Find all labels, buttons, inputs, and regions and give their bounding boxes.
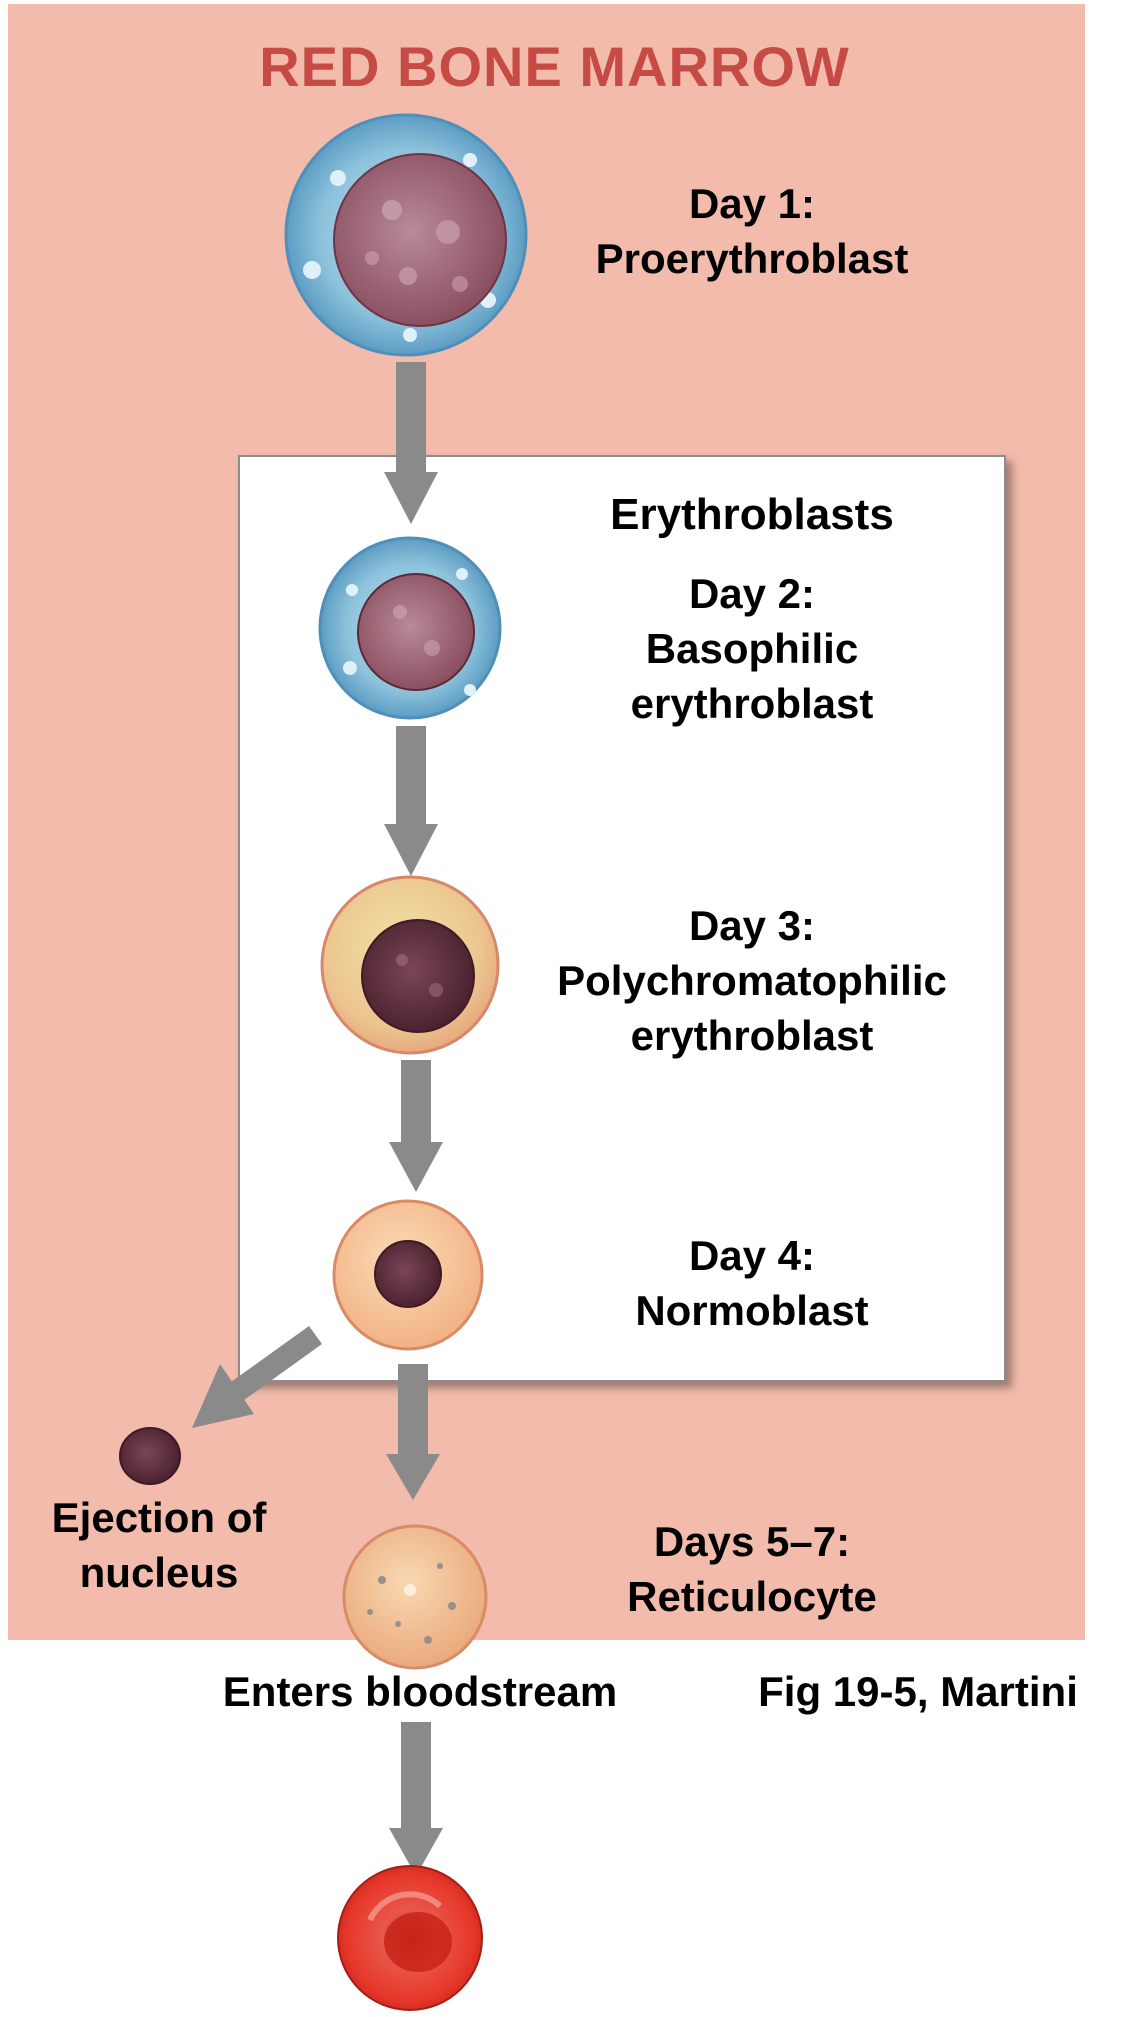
ejection-label-line2: nucleus: [79, 1549, 239, 1596]
mature-red-blood-cell: [337, 1865, 483, 2011]
stage-label-day1: Day 1: Proerythroblast: [580, 176, 924, 286]
stage-label-days5-7: Days 5–7: Reticulocyte: [580, 1514, 924, 1624]
ejected-nucleus: [119, 1427, 181, 1485]
diagram-title: RED BONE MARROW: [259, 35, 850, 98]
stage-label-day4: Day 4: Normoblast: [580, 1228, 924, 1338]
stage-name-1: Proerythroblast: [595, 235, 909, 282]
reticulocyte-cell: [342, 1524, 488, 1670]
bloodstream-label: Enters bloodstream: [222, 1668, 618, 1715]
arrow-reticulocyte-to-bloodstream: [389, 1722, 443, 1876]
polychromatophilic-erythroblast-cell: [320, 875, 500, 1055]
normoblast-cell: [332, 1199, 484, 1351]
stage-day-1: Day 1:: [688, 180, 816, 227]
arrow-nucleus-ejection: [192, 1326, 322, 1428]
stage-name-3a: Polychromatophilic: [557, 957, 947, 1004]
arrow-day3-to-day4: [389, 1060, 443, 1192]
ejection-label-line1: Ejection of: [51, 1494, 267, 1541]
basophilic-erythroblast-cell: [318, 536, 502, 720]
ejection-label: Ejection of nucleus: [20, 1490, 298, 1600]
arrow-day4-to-reticulocyte: [386, 1364, 440, 1500]
stage-name-3b: erythroblast: [630, 1012, 874, 1059]
stage-day-3: Day 3:: [688, 902, 816, 949]
stage-day-5: Days 5–7:: [653, 1518, 851, 1565]
arrow-day2-to-day3: [384, 726, 438, 876]
stage-name-2a: Basophilic: [645, 625, 859, 672]
figure-citation: Fig 19-5, Martini: [758, 1668, 1078, 1715]
proerythroblast-cell: [284, 113, 528, 357]
stage-label-day2: Day 2: Basophilic erythroblast: [580, 566, 924, 731]
stage-label-day3: Day 3: Polychromatophilic erythroblast: [530, 898, 974, 1063]
stage-name-2b: erythroblast: [630, 680, 874, 727]
stage-name-5: Reticulocyte: [627, 1573, 877, 1620]
stage-day-2: Day 2:: [688, 570, 816, 617]
erythroblasts-heading: Erythroblasts: [610, 490, 894, 539]
arrow-day1-to-day2: [384, 362, 438, 524]
stage-day-4: Day 4:: [688, 1232, 816, 1279]
stage-name-4: Normoblast: [635, 1287, 869, 1334]
